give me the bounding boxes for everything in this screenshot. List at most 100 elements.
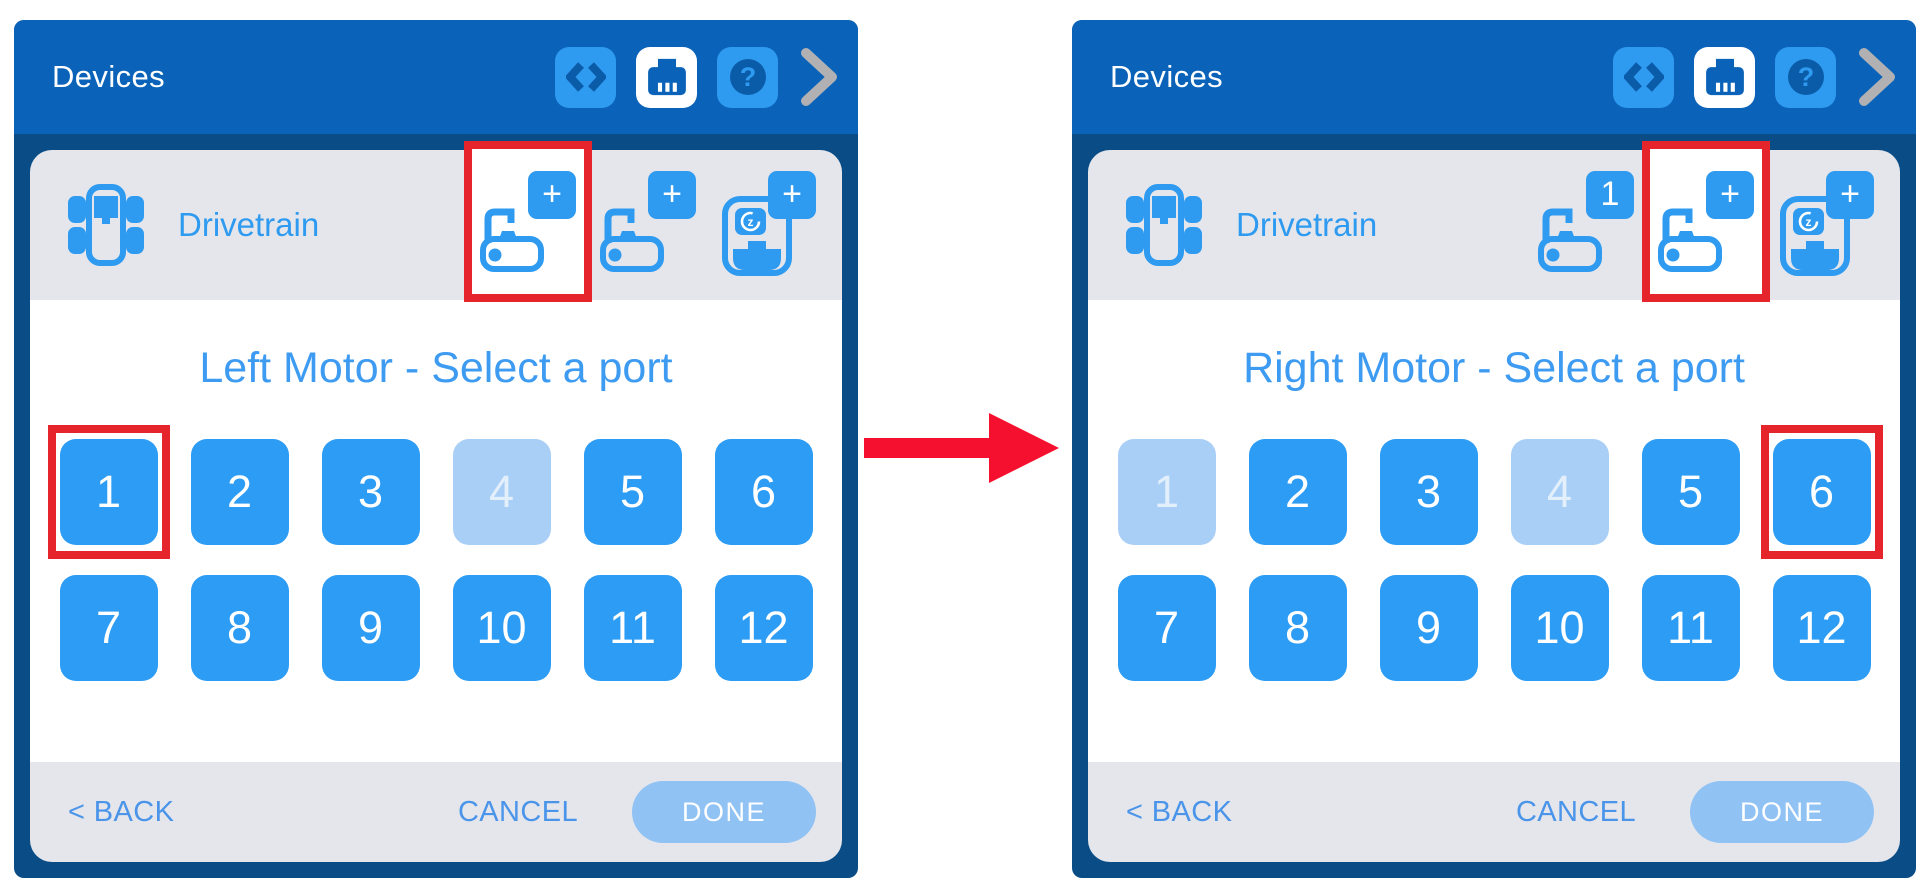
port-cell: 2 (190, 439, 289, 545)
port-cell: 5 (583, 439, 682, 545)
slot-badge: + (1706, 170, 1754, 219)
port-button-9[interactable]: 9 (1379, 575, 1478, 681)
page-title: Devices (52, 59, 166, 94)
port-cell: 7 (59, 575, 158, 681)
port-cell: 4 (452, 439, 551, 545)
port-cell: 5 (1641, 439, 1740, 545)
code-icon (566, 60, 606, 94)
help-icon (1784, 55, 1828, 99)
slot-cell: + (720, 170, 816, 280)
collapse-panel-button[interactable] (798, 45, 842, 109)
devices-port-icon (644, 55, 690, 99)
port-button-10[interactable]: 10 (1510, 575, 1609, 681)
port-cell: 7 (1117, 575, 1216, 681)
done-button[interactable]: DONE (632, 781, 816, 843)
drivetrain-icon (1118, 179, 1210, 271)
port-button-9[interactable]: 9 (321, 575, 420, 681)
help-button[interactable] (717, 46, 778, 108)
port-button-12[interactable]: 12 (714, 575, 813, 681)
slot-badge: + (1826, 170, 1874, 219)
back-button[interactable]: < BACK (1126, 795, 1233, 828)
slot-cell: + (600, 170, 696, 280)
right-motor-slot-button[interactable]: + (600, 170, 696, 275)
port-button-3[interactable]: 3 (321, 439, 420, 545)
port-button-2[interactable]: 2 (190, 439, 289, 545)
code-icon (1624, 60, 1664, 94)
drivetrain-label: Drivetrain (178, 206, 320, 243)
transition-arrow (864, 412, 1060, 489)
port-button-8[interactable]: 8 (190, 575, 289, 681)
port-button-7[interactable]: 7 (59, 575, 158, 681)
port-cell: 3 (1379, 439, 1478, 545)
port-button-8[interactable]: 8 (1248, 575, 1347, 681)
port-button-11[interactable]: 11 (583, 575, 682, 681)
chevron-right-icon (1856, 45, 1900, 109)
help-icon (726, 55, 770, 99)
slot-badge: 1 (1586, 170, 1634, 219)
port-select-prompt: Right Motor - Select a port (1243, 344, 1745, 392)
slot-highlight-box: + (464, 140, 592, 302)
port-cell: 8 (1248, 575, 1347, 681)
port-button-5[interactable]: 5 (583, 439, 682, 545)
port-cell: 11 (1641, 575, 1740, 681)
device-slots: + + + (464, 140, 816, 302)
header-toolbar (555, 45, 842, 109)
port-button-4: 4 (452, 439, 551, 545)
port-button-7[interactable]: 7 (1117, 575, 1216, 681)
right-motor-slot-button[interactable]: + (1658, 170, 1754, 275)
gyro-slot-button[interactable]: + (1778, 170, 1874, 275)
port-button-5[interactable]: 5 (1641, 439, 1740, 545)
dialog-footer: < BACK CANCEL DONE (1088, 762, 1900, 862)
devices-view-button[interactable] (636, 46, 697, 108)
done-button[interactable]: DONE (1690, 781, 1874, 843)
port-cell: 9 (1379, 575, 1478, 681)
collapse-panel-button[interactable] (1856, 45, 1900, 109)
left-motor-slot-button[interactable]: + (480, 170, 576, 275)
cancel-button[interactable]: CANCEL (457, 795, 578, 828)
code-view-button[interactable] (1613, 46, 1674, 108)
port-cell: 11 (583, 575, 682, 681)
drivetrain-bar: Drivetrain + + + (30, 140, 842, 302)
gyro-slot-button[interactable]: + (720, 170, 816, 275)
drivetrain-icon (60, 179, 152, 271)
code-view-button[interactable] (555, 46, 616, 108)
port-button-4: 4 (1510, 439, 1609, 545)
port-cell: 10 (452, 575, 551, 681)
port-button-2[interactable]: 2 (1248, 439, 1347, 545)
panel-header: Devices (14, 20, 858, 134)
left-motor-slot-button[interactable]: 1 (1538, 170, 1634, 275)
slot-cell: 1 (1538, 170, 1634, 280)
port-cell: 9 (321, 575, 420, 681)
drivetrain-label: Drivetrain (1236, 206, 1378, 243)
device-slots: 1 + + (1538, 140, 1874, 302)
port-button-3[interactable]: 3 (1379, 439, 1478, 545)
port-button-11[interactable]: 11 (1641, 575, 1740, 681)
port-button-10[interactable]: 10 (452, 575, 551, 681)
port-highlight-box: 6 (1760, 425, 1883, 559)
help-button[interactable] (1775, 46, 1836, 108)
port-cell: 6 (714, 439, 813, 545)
port-button-1[interactable]: 1 (59, 439, 158, 545)
port-select-prompt: Left Motor - Select a port (199, 344, 673, 392)
slot-badge: + (768, 170, 816, 219)
port-cell: 12 (1772, 575, 1871, 681)
port-button-12[interactable]: 12 (1772, 575, 1871, 681)
port-button-6[interactable]: 6 (714, 439, 813, 545)
cancel-button[interactable]: CANCEL (1515, 795, 1636, 828)
back-button[interactable]: < BACK (68, 795, 175, 828)
port-button-6[interactable]: 6 (1772, 439, 1871, 545)
slot-badge: + (528, 170, 576, 219)
devices-port-icon (1702, 55, 1748, 99)
port-button-1: 1 (1117, 439, 1216, 545)
port-cell: 2 (1248, 439, 1347, 545)
device-config-card: Drivetrain + + + (30, 140, 842, 862)
port-cell: 8 (190, 575, 289, 681)
port-cell: 4 (1510, 439, 1609, 545)
port-cell: 3 (321, 439, 420, 545)
devices-view-button[interactable] (1694, 46, 1755, 108)
header-toolbar (1613, 45, 1900, 109)
